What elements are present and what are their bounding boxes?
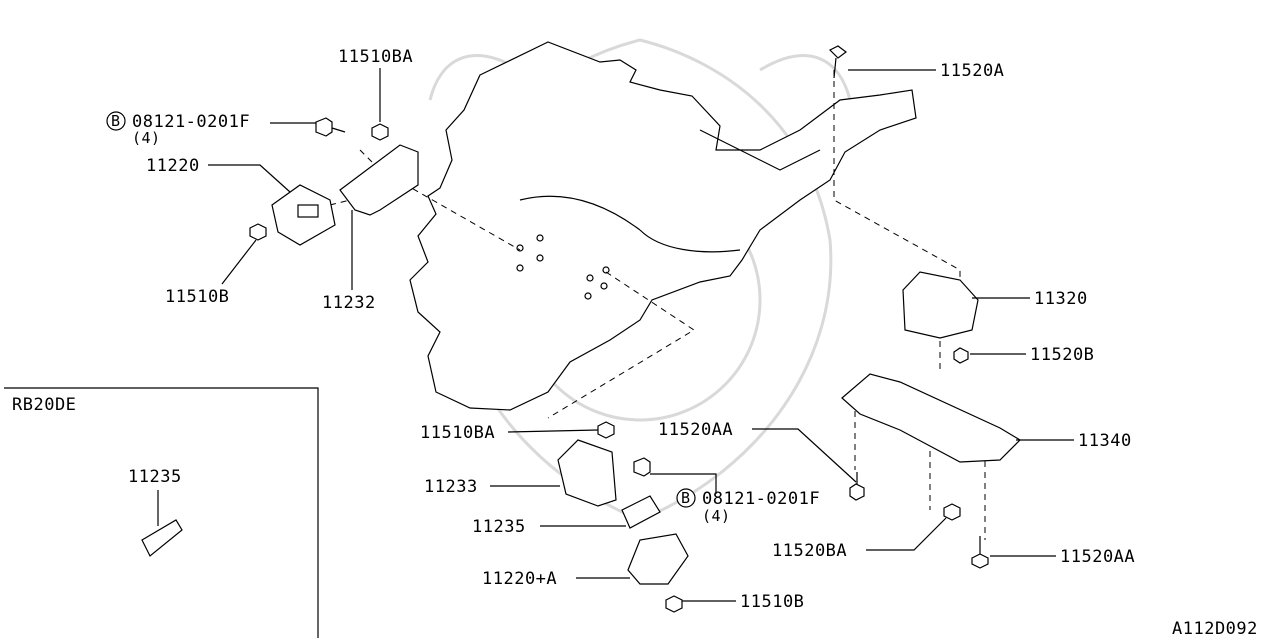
label-11233: 11233 — [424, 477, 478, 497]
label-bolt-mid: 08121-0201F — [702, 489, 820, 509]
label-11510ba-mid: 11510BA — [420, 423, 495, 443]
leader-lines — [208, 68, 1074, 602]
lower-mount-parts — [557, 421, 689, 613]
bracket-11235-mid — [621, 495, 661, 529]
nut-11510ba-top — [371, 123, 389, 141]
label-11520b: 11520B — [1030, 345, 1094, 365]
label-11220a: 11220+A — [482, 569, 557, 589]
label-11510b-bottom: 11510B — [740, 592, 804, 612]
bracket-11233 — [557, 439, 617, 507]
left-mount-parts — [249, 117, 419, 246]
inset-title: RB20DE — [12, 395, 76, 415]
label-11510ba-top: 11510BA — [338, 47, 413, 67]
engine-transmission-assembly — [409, 41, 917, 411]
label-b-mid: B — [681, 489, 691, 507]
nut-11520ba — [943, 503, 961, 521]
crossmember-11340 — [841, 373, 1021, 463]
bracket-11232 — [339, 144, 419, 216]
insulator-11220a — [627, 533, 689, 585]
label-11340: 11340 — [1078, 431, 1132, 451]
nut-11510b-left — [249, 223, 267, 241]
right-mount-parts — [828, 45, 1021, 569]
label-bolt-top: 08121-0201F — [132, 112, 250, 132]
label-11235: 11235 — [472, 517, 526, 537]
inset-bracket-11235 — [141, 519, 183, 557]
label-bolt-mid-qty: (4) — [702, 507, 731, 525]
label-b-top: B — [111, 112, 121, 130]
nut-11510b-bottom — [665, 595, 683, 613]
label-11510b-left: 11510B — [165, 287, 229, 307]
label-11320: 11320 — [1034, 289, 1088, 309]
b-circle-mid — [676, 488, 696, 508]
label-11520aa-bottom: 11520AA — [1060, 547, 1135, 567]
nut-11520b — [953, 347, 969, 364]
b-circle-top — [106, 111, 126, 131]
bolt-11520a — [828, 45, 847, 79]
nut-11510ba-mid — [597, 421, 615, 439]
part-labels: 11510BA B 08121-0201F (4) 11220 11510B 1… — [106, 47, 1135, 612]
label-bolt-top-qty: (4) — [132, 129, 161, 147]
bolt-11520aa-bottom — [971, 536, 989, 569]
insulator-11320 — [902, 271, 979, 339]
label-11520a: 11520A — [940, 61, 1004, 81]
label-11220: 11220 — [146, 156, 200, 176]
bolt-08121-top — [315, 117, 346, 137]
label-11232: 11232 — [322, 293, 376, 313]
inset-part-label: 11235 — [128, 467, 182, 487]
bolt-11520aa-mid — [849, 472, 865, 501]
diagram-code: A112D092 — [1172, 619, 1258, 638]
rb20de-inset: RB20DE 11235 — [4, 387, 319, 638]
label-11520ba: 11520BA — [772, 541, 847, 561]
bolt-08121-mid — [633, 457, 651, 477]
label-11520aa-mid: 11520AA — [658, 420, 733, 440]
